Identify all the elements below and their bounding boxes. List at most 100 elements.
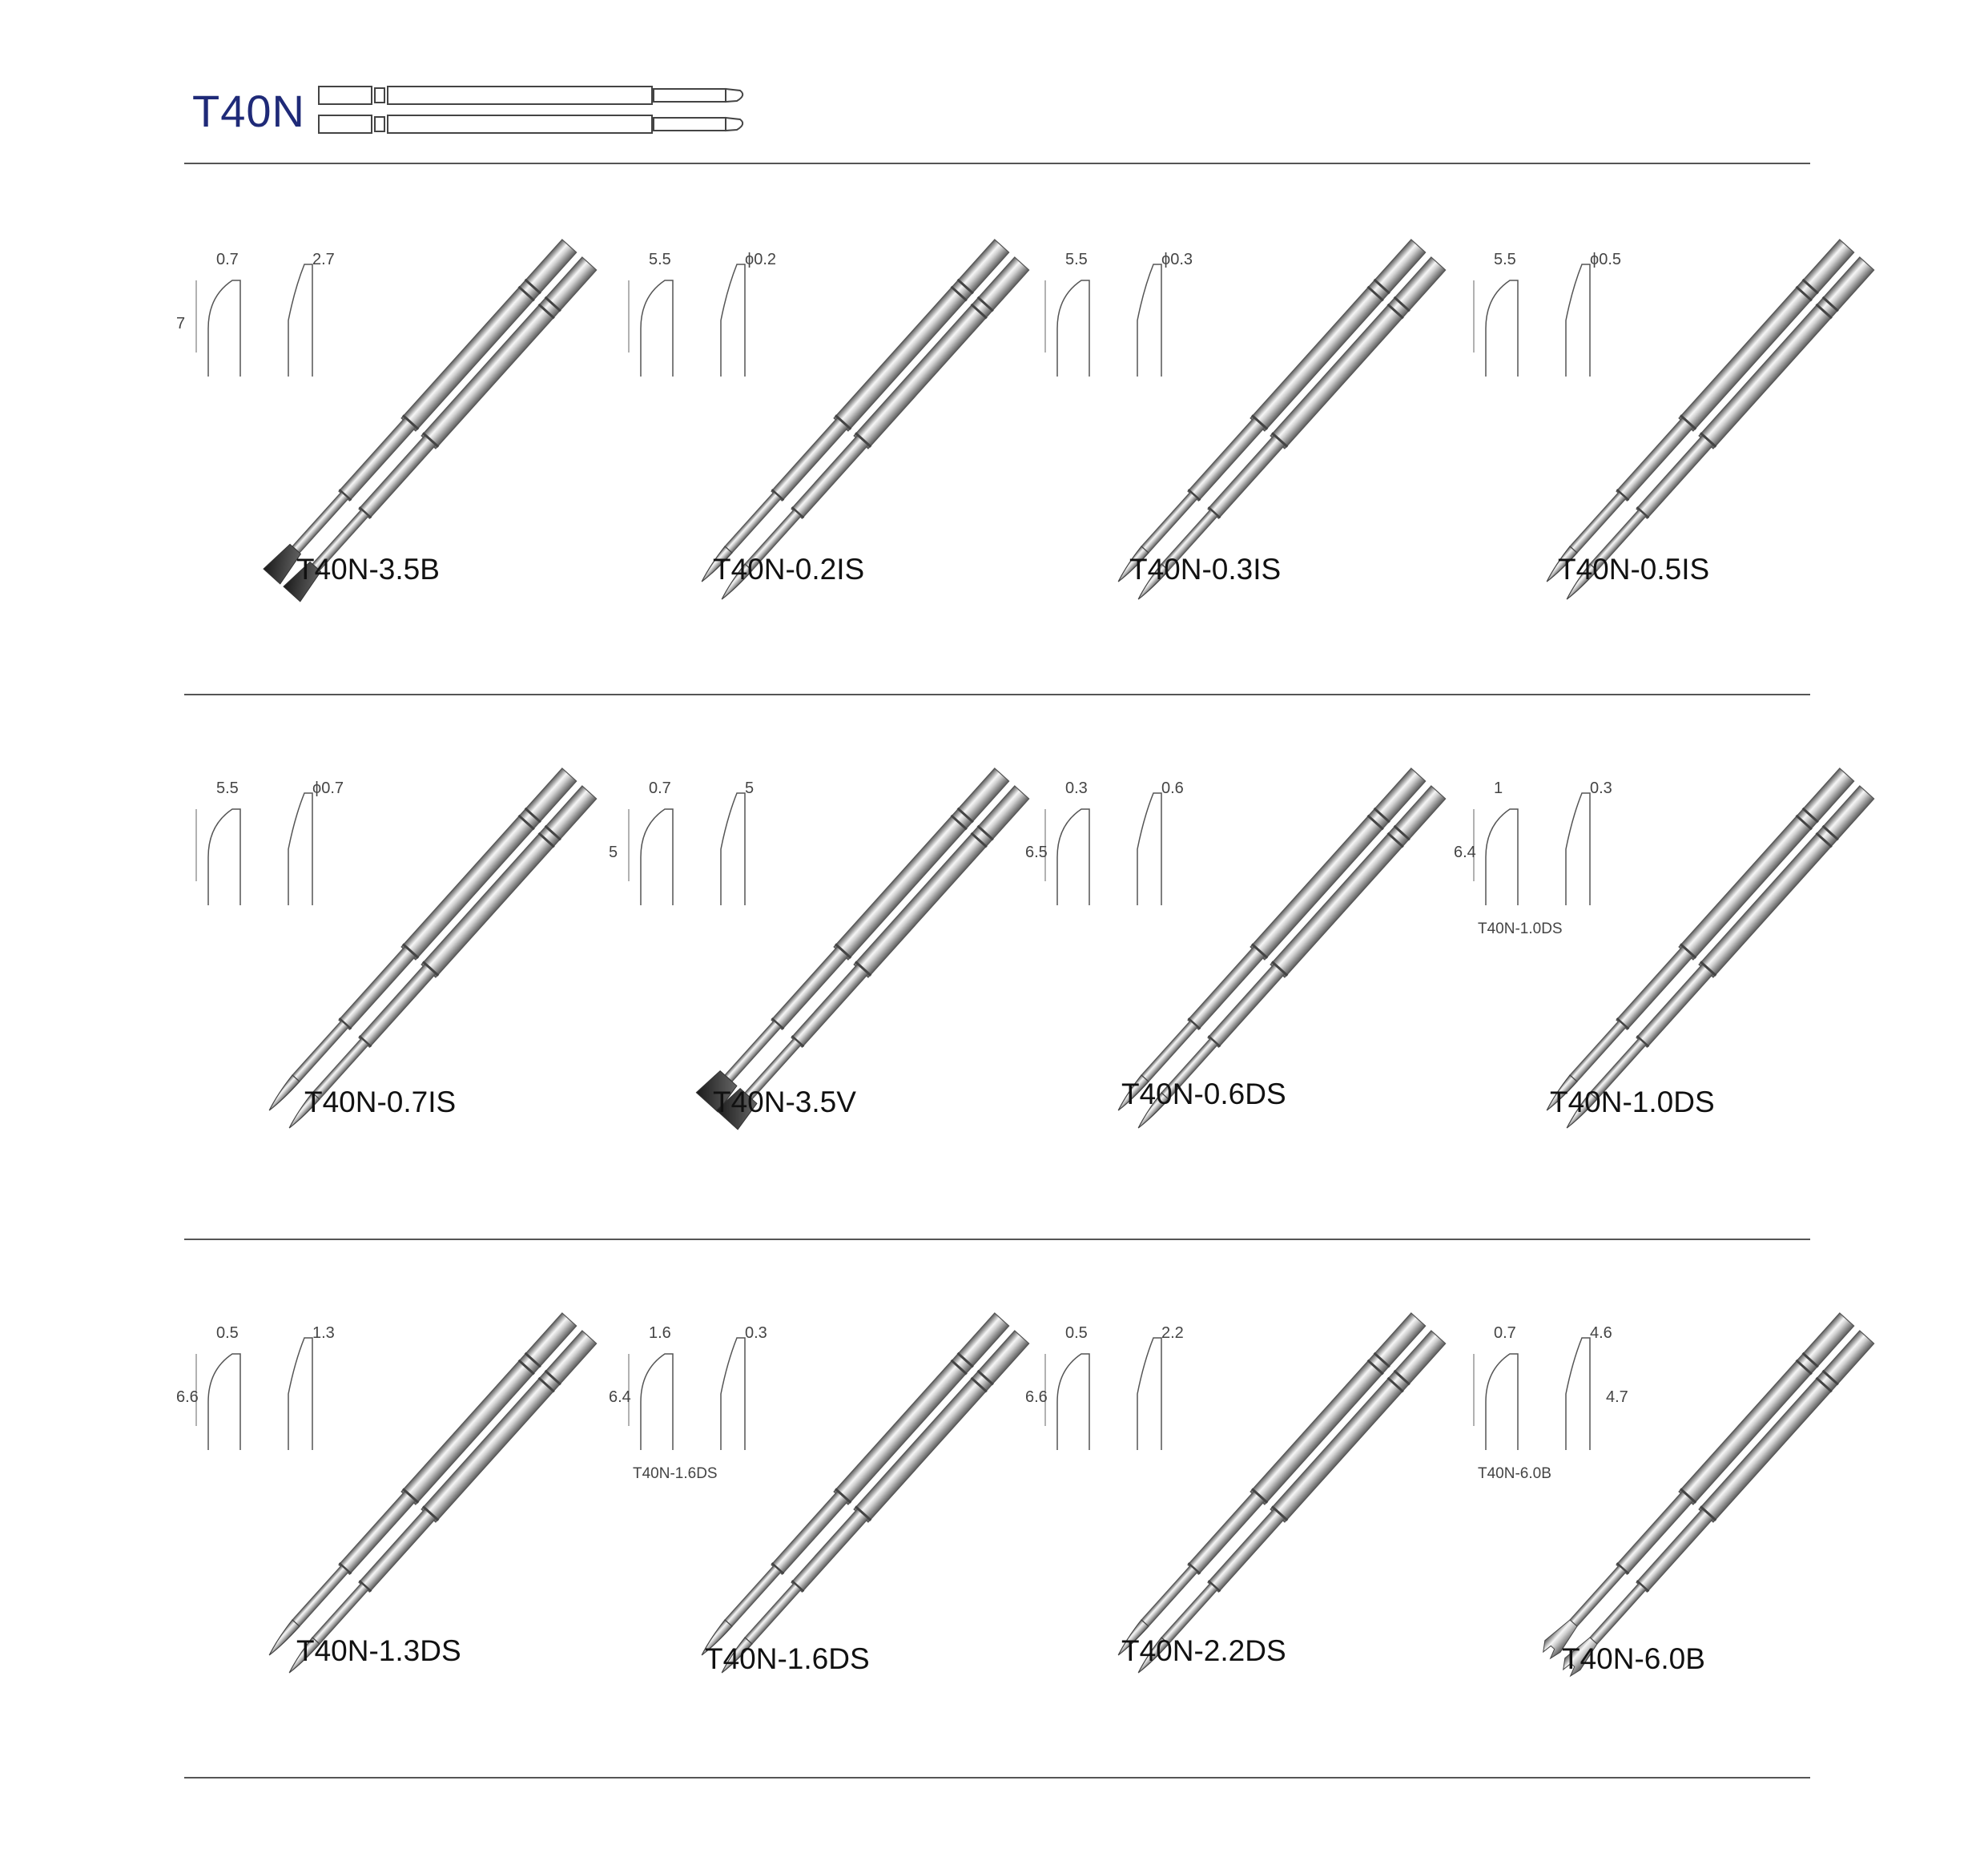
tip-model-label: T40N-0.5IS — [1558, 553, 1710, 586]
dimension-label: 5.5 — [649, 251, 671, 268]
dimension-label: 2.7 — [312, 251, 335, 268]
dimension-label: 1.3 — [312, 1324, 335, 1342]
tip-shaft-back — [283, 256, 598, 602]
tip-shaft-front — [1117, 767, 1427, 1111]
tip-shaft-back — [1137, 1330, 1447, 1674]
dimension-drawing: 5.5 ϕ0.2 — [628, 251, 776, 377]
tip-shaft-front — [268, 1312, 577, 1656]
tip-model-label: T40N-6.0B — [1562, 1642, 1705, 1675]
tip-model-label: T40N-1.3DS — [296, 1634, 461, 1667]
drawing-caption: T40N-1.0DS — [1478, 920, 1563, 937]
tip-illustration: 5.5 ϕ0.5 — [1473, 239, 1875, 600]
tip-shaft-front — [1543, 1312, 1855, 1660]
dimension-drawing: 0.56.62.2 — [1025, 1324, 1184, 1450]
dimension-label: 0.7 — [216, 251, 239, 268]
tip-shaft-back — [721, 1330, 1030, 1674]
dimension-label: 0.7 — [649, 779, 671, 797]
tip-model-label: T40N-0.7IS — [304, 1086, 457, 1118]
tip-model-label: T40N-1.6DS — [705, 1642, 870, 1675]
dimension-label: ϕ0.3 — [1161, 251, 1193, 268]
dimension-label: 5.5 — [1494, 251, 1516, 268]
tip-model-label: T40N-1.0DS — [1550, 1086, 1715, 1118]
drawing-caption: T40N-1.6DS — [633, 1465, 718, 1482]
tip-shaft-back — [1563, 1330, 1875, 1678]
dimension-drawing: 0.7 5 5 — [609, 779, 754, 905]
tip-shaft-back — [288, 785, 598, 1129]
dimension-label: 0.7 — [1494, 1324, 1516, 1342]
divider-top — [184, 163, 1810, 164]
dimension-label: 6.6 — [176, 1388, 199, 1406]
drawing-caption: T40N-6.0B — [1478, 1465, 1551, 1482]
divider-row-1 — [184, 694, 1810, 695]
tip-illustration: 5.5 ϕ0.2 — [628, 239, 1030, 600]
tip-model-label: T40N-0.6DS — [1121, 1078, 1286, 1110]
dimension-drawing: 5.5 ϕ0.3 — [1044, 251, 1193, 377]
dimension-label: 7 — [176, 315, 185, 332]
tip-illustration: 0.7 5 5 — [609, 767, 1030, 1130]
header-shaft-illustration — [318, 86, 744, 134]
dimension-label: 0.5 — [216, 1324, 239, 1342]
dimension-label: 5.5 — [1065, 251, 1088, 268]
tip-shaft-front — [263, 239, 577, 585]
dimension-label: ϕ0.7 — [312, 779, 344, 797]
tip-illustration: 0.56.62.2 — [1025, 1312, 1447, 1674]
dimension-label: 0.5 — [1065, 1324, 1088, 1342]
dimension-label: 1 — [1494, 779, 1503, 797]
dimension-drawing: 5.5 ϕ0.7 — [195, 779, 344, 905]
tip-illustration: 5.5 ϕ0.3 — [1044, 239, 1447, 600]
tip-illustration: 5.5 ϕ0.7 — [195, 767, 598, 1129]
dimension-label: 4.7 — [1606, 1388, 1628, 1406]
tip-shaft-back — [1566, 256, 1875, 600]
dimension-drawing: 0.7 7 2.7 — [176, 251, 335, 377]
divider-row-2 — [184, 1239, 1810, 1240]
tip-illustration: 0.7 7 2.7 — [176, 239, 598, 602]
tip-shaft-front — [701, 1312, 1010, 1656]
tip-shaft-back — [721, 256, 1030, 600]
dimension-label: 5 — [609, 844, 618, 861]
tip-shaft-front — [1117, 239, 1427, 582]
dimension-label: 0.3 — [1065, 779, 1088, 797]
dimension-label: 4.6 — [1590, 1324, 1612, 1342]
dimension-label: 0.6 — [1161, 779, 1184, 797]
dimension-label: 0.3 — [1590, 779, 1612, 797]
dimension-label: 2.2 — [1161, 1324, 1184, 1342]
divider-row-3 — [184, 1777, 1810, 1778]
dimension-label: 6.4 — [1454, 844, 1476, 861]
dimension-label: ϕ0.5 — [1590, 251, 1621, 268]
dimension-label: ϕ0.2 — [745, 251, 776, 268]
tip-illustration: 0.36.50.6 — [1025, 767, 1447, 1129]
tip-model-label: T40N-3.5V — [713, 1086, 856, 1118]
tip-shaft-front — [1546, 239, 1855, 582]
dimension-drawing: 0.36.50.6 — [1025, 779, 1184, 905]
dimension-drawing: 0.5 6.6 1.3 — [176, 1324, 335, 1450]
tip-illustration: 0.5 6.6 1.3 — [176, 1312, 598, 1674]
tip-shaft-front — [1117, 1312, 1427, 1656]
tip-shaft-front — [268, 767, 577, 1111]
tip-model-label: T40N-2.2DS — [1121, 1634, 1286, 1667]
tip-shaft-back — [715, 785, 1030, 1130]
dimension-label: 6.4 — [609, 1388, 631, 1406]
dimension-label: 5.5 — [216, 779, 239, 797]
dimension-drawing: 5.5 ϕ0.5 — [1473, 251, 1621, 377]
dimension-label: 0.3 — [745, 1324, 767, 1342]
page-title: T40N — [192, 86, 305, 136]
tip-shaft-back — [288, 1330, 598, 1674]
dimension-label: 5 — [745, 779, 754, 797]
tip-model-label: T40N-3.5B — [296, 553, 440, 586]
